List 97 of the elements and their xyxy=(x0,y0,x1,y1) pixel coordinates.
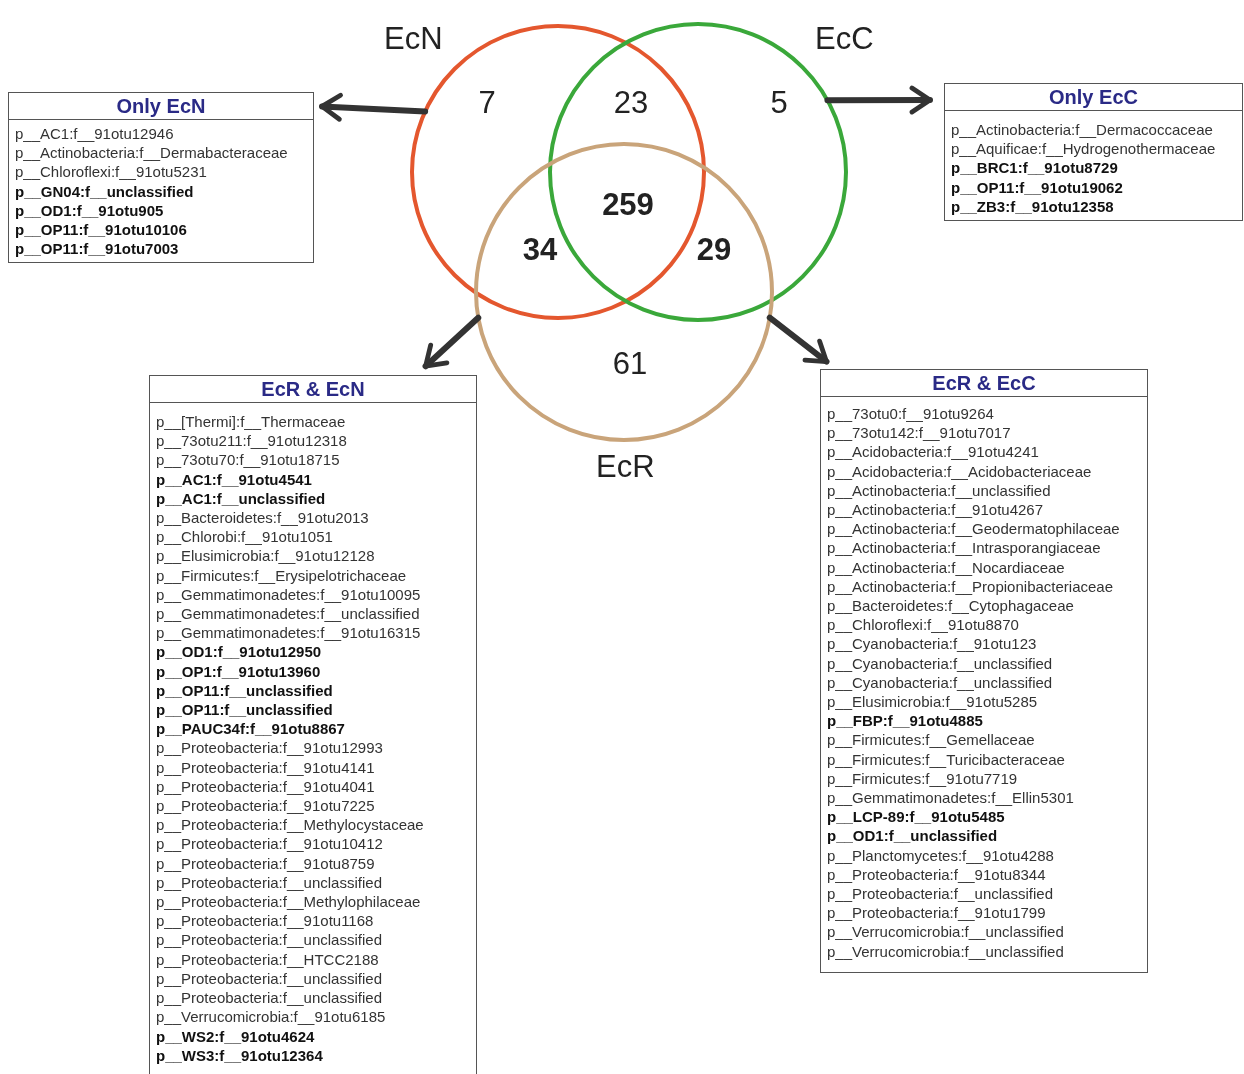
taxon-text: p__Proteobacteria:f__91otu12993 xyxy=(155,738,384,758)
taxon-text: p__OP11:f__unclassified xyxy=(155,680,334,701)
taxon-text: p__Proteobacteria:f__91otu1168 xyxy=(155,911,375,931)
arrow xyxy=(319,92,429,122)
taxon-text: p__Cyanobacteria:f__unclassified xyxy=(826,672,1054,693)
count-label: 5 xyxy=(770,86,788,120)
taxon-text: p__Aquificae:f__Hydrogenothermaceae xyxy=(950,139,1217,159)
taxon-text: p__OD1:f__unclassified xyxy=(826,826,999,846)
taxon-text: p__Proteobacteria:f__91otu1799 xyxy=(826,903,1047,923)
taxon-text: p__Proteobacteria:f__Methylocystaceae xyxy=(155,815,425,835)
taxon-text: p__OP11:f__91otu10106 xyxy=(14,220,188,240)
taxon-text: p__OP11:f__unclassified xyxy=(155,700,334,720)
taxon-text: p__Chlorobi:f__91otu1051 xyxy=(155,527,334,547)
taxon-text: p__[Thermi]:f__Thermaceae xyxy=(155,412,347,432)
taxon-text: p__Actinobacteria:f__Propionibacteriaceae xyxy=(826,576,1115,597)
taxon-text: p__Gemmatimonadetes:f__91otu10095 xyxy=(155,584,422,605)
taxon-text: p__73otu142:f__91otu7017 xyxy=(826,423,1012,443)
set-name: EcR xyxy=(596,450,655,484)
taxon-text: p__Planctomycetes:f__91otu4288 xyxy=(826,845,1055,865)
taxon-text: p__Proteobacteria:f__91otu8759 xyxy=(155,853,376,873)
count-label: 7 xyxy=(478,86,496,120)
set-name: EcN xyxy=(384,22,443,56)
arrow xyxy=(824,85,933,115)
taxon-text: p__BRC1:f__91otu8729 xyxy=(950,158,1119,178)
count-label: 61 xyxy=(612,347,648,381)
taxon-text: p__Firmicutes:f__91otu7719 xyxy=(826,768,1019,789)
taxon-text: p__Firmicutes:f__Erysipelotrichaceae xyxy=(155,565,408,585)
taxon-text: p__Proteobacteria:f__91otu4041 xyxy=(155,776,376,797)
list-panel xyxy=(944,83,1243,221)
taxon-text: p__Cyanobacteria:f__unclassified xyxy=(826,653,1054,673)
taxon-text: p__AC1:f__91otu12946 xyxy=(14,124,175,144)
taxon-text: p__FBP:f__91otu4885 xyxy=(826,711,984,731)
list-panel xyxy=(8,92,314,264)
taxon-text: p__Actinobacteria:f__unclassified xyxy=(826,480,1052,500)
list-title: EcR & EcC xyxy=(821,370,1147,397)
taxon-text: p__Verrucomicrobia:f__unclassified xyxy=(826,922,1065,942)
count-label: 34 xyxy=(522,233,558,267)
taxon-text: p__Proteobacteria:f__unclassified xyxy=(826,884,1054,904)
taxon-text: p__AC1:f__unclassified xyxy=(155,488,327,508)
taxon-text: p__Proteobacteria:f__91otu8344 xyxy=(826,864,1047,885)
taxon-text: p__OP11:f__91otu7003 xyxy=(14,239,180,259)
taxon-text: p__Proteobacteria:f__unclassified xyxy=(155,968,383,989)
taxon-text: p__PAUC34f:f__91otu8867 xyxy=(155,719,346,739)
taxon-text: p__Actinobacteria:f__Dermacoccaceae xyxy=(950,120,1214,140)
taxon-text: p__Actinobacteria:f__91otu4267 xyxy=(826,500,1044,520)
taxon-text: p__Actinobacteria:f__Intrasporangiaceae xyxy=(826,538,1102,558)
taxon-text: p__LCP-89:f__91otu5485 xyxy=(826,807,1006,827)
taxon-text: p__Bacteroidetes:f__Cytophagaceae xyxy=(826,596,1075,616)
taxon-text: p__Chloroflexi:f__91otu5231 xyxy=(14,162,208,182)
taxon-text: p__Proteobacteria:f__Methylophilaceae xyxy=(155,892,422,912)
taxon-text: p__Verrucomicrobia:f__91otu6185 xyxy=(155,1007,387,1027)
taxon-text: p__WS3:f__91otu12364 xyxy=(155,1045,324,1065)
taxon-text: p__Actinobacteria:f__Nocardiaceae xyxy=(826,557,1066,577)
taxon-text: p__Cyanobacteria:f__91otu123 xyxy=(826,634,1038,654)
taxon-text: p__OD1:f__91otu905 xyxy=(14,200,165,220)
list-title: Only EcN xyxy=(9,93,313,120)
taxon-text: p__Elusimicrobia:f__91otu12128 xyxy=(155,546,376,566)
taxon-text: p__Actinobacteria:f__Dermabacteraceae xyxy=(14,143,289,163)
arrow xyxy=(422,314,482,370)
taxon-text: p__Verrucomicrobia:f__unclassified xyxy=(826,941,1065,961)
taxon-text: p__Bacteroidetes:f__91otu2013 xyxy=(155,508,370,528)
taxon-text: p__OD1:f__91otu12950 xyxy=(155,642,323,662)
taxon-text: p__Proteobacteria:f__unclassified xyxy=(155,872,383,893)
taxon-text: p__73otu211:f__91otu12318 xyxy=(155,431,348,451)
taxon-text: p__Proteobacteria:f__91otu7225 xyxy=(155,796,376,816)
taxon-text: p__Proteobacteria:f__unclassified xyxy=(155,988,383,1008)
count-label: 259 xyxy=(602,188,654,222)
taxon-text: p__GN04:f__unclassified xyxy=(14,181,195,201)
taxon-text: p__Gemmatimonadetes:f__Ellin5301 xyxy=(826,788,1075,808)
taxon-text: p__OP1:f__91otu13960 xyxy=(155,661,322,681)
list-panel xyxy=(149,375,477,1074)
taxon-text: p__Acidobacteria:f__Acidobacteriaceae xyxy=(826,461,1093,481)
taxon-text: p__Firmicutes:f__Gemellaceae xyxy=(826,730,1036,750)
count-label: 23 xyxy=(613,86,649,120)
set-name: EcC xyxy=(815,22,874,56)
taxon-text: p__Acidobacteria:f__91otu4241 xyxy=(826,442,1040,462)
taxon-text: p__Proteobacteria:f__91otu10412 xyxy=(155,834,384,854)
taxon-text: p__Chloroflexi:f__91otu8870 xyxy=(826,615,1020,635)
list-title: Only EcC xyxy=(945,84,1242,111)
arrow xyxy=(766,314,830,365)
taxon-text: p__WS2:f__91otu4624 xyxy=(155,1026,316,1046)
list-title: EcR & EcN xyxy=(150,376,476,403)
taxon-text: p__Proteobacteria:f__HTCC2188 xyxy=(155,949,380,969)
taxon-text: p__Gemmatimonadetes:f__unclassified xyxy=(155,604,421,624)
taxon-text: p__Proteobacteria:f__unclassified xyxy=(155,930,383,950)
taxon-text: p__Gemmatimonadetes:f__91otu16315 xyxy=(155,623,422,643)
taxon-text: p__ZB3:f__91otu12358 xyxy=(950,196,1115,216)
taxon-text: p__73otu0:f__91otu9264 xyxy=(826,404,995,424)
taxon-text: p__Firmicutes:f__Turicibacteraceae xyxy=(826,749,1066,769)
taxon-text: p__OP11:f__91otu19062 xyxy=(950,177,1124,197)
taxon-text: p__AC1:f__91otu4541 xyxy=(155,469,313,489)
taxon-text: p__Elusimicrobia:f__91otu5285 xyxy=(826,692,1039,712)
taxon-text: p__73otu70:f__91otu18715 xyxy=(155,450,341,470)
list-panel xyxy=(820,369,1148,973)
count-label: 29 xyxy=(696,233,732,267)
taxon-text: p__Actinobacteria:f__Geodermatophilaceae xyxy=(826,519,1121,539)
taxon-text: p__Proteobacteria:f__91otu4141 xyxy=(155,757,376,777)
